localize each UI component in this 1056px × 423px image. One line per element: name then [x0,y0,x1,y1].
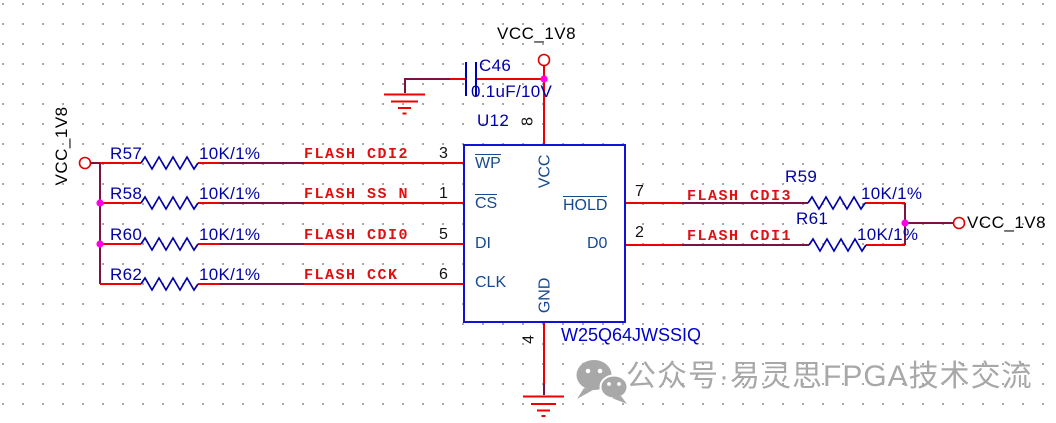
wires-red [100,66,905,384]
power-net-label-left: VCC_1V8 [52,106,72,186]
capacitor-value: 0.1uF/10V [471,82,553,101]
pin-number-clk: 6 [439,266,448,283]
power-port-circles [78,53,966,230]
pin-number-hold: 7 [635,183,644,200]
net-label-flash-cdi2: FLASH CDI2 [304,146,410,163]
pin-name-cs: CS [475,194,498,213]
ic-body [463,144,626,323]
capacitor-symbol [465,62,477,96]
pin-name-di: DI [475,235,491,252]
pin-name-hold: HOLD [563,196,608,215]
gnd-symbol-bottom [523,395,564,418]
pin-name-vcc: VCC [536,154,554,189]
pin-name-cs-text: CS [475,194,498,212]
pin-name-hold-text: HOLD [563,196,608,214]
pin-name-clk: CLK [475,274,507,291]
pin-number-wp: 3 [439,145,448,162]
junction-dots [96,75,909,248]
resistor-value-r58: 10K/1% [199,184,261,203]
net-label-flash-cdi3: FLASH CDI3 [687,188,793,205]
resistor-symbol-r59 [807,196,866,210]
capacitor-ref: C46 [479,56,512,75]
gnd-symbol-top [384,93,425,115]
resistor-value-r59: 10K/1% [861,184,923,203]
net-label-flash-cdi0: FLASH CDI0 [304,227,410,244]
resistor-value-r60: 10K/1% [199,225,261,244]
resistor-ref-r61: R61 [796,209,829,228]
resistor-ref-r60: R60 [110,225,143,244]
net-label-flash-cdi1: FLASH CDI1 [687,228,793,245]
resistor-value-r62: 10K/1% [199,265,261,284]
pin-number-cs: 1 [439,185,448,202]
wires-maroon [89,78,953,395]
pin-name-wp: WP [475,154,501,173]
resistor-value-r61: 10K/1% [857,225,919,244]
ic-ref: U12 [477,111,510,130]
power-net-label-right: VCC_1V8 [967,213,1047,232]
net-label-flash-ss-n: FLASH SS N [304,186,410,203]
resistor-value-r57: 10K/1% [199,144,261,163]
pin-number-d0: 2 [635,224,644,241]
pin-name-gnd: GND [536,277,554,314]
net-label-flash-cck: FLASH CCK [304,267,399,284]
ic-part-number: W25Q64JWSSIQ [561,325,702,345]
wechat-icon [576,360,629,404]
resistor-ref-r59: R59 [785,167,818,186]
resistor-symbol-r57 [140,156,199,170]
pin-name-wp-text: WP [475,154,501,172]
resistor-ref-r62: R62 [110,265,143,284]
resistor-symbol-r58 [140,196,199,210]
watermark-text: 公众号·易灵思FPGA技术交流 [626,360,1033,393]
pin-number-di: 5 [439,226,448,243]
power-net-label-top: VCC_1V8 [497,24,577,43]
pin-name-d0: D0 [587,235,608,252]
resistor-symbol-r60 [140,237,199,251]
resistor-ref-r57: R57 [110,144,143,163]
power-port-circle-top [537,53,551,67]
resistor-ref-r58: R58 [110,184,143,203]
pin-number-vcc: 8 [519,116,537,126]
pin-number-gnd: 4 [520,334,538,344]
resistor-symbol-r62 [140,277,199,291]
power-port-circle-right [952,216,966,230]
power-port-circle-left [78,156,92,170]
